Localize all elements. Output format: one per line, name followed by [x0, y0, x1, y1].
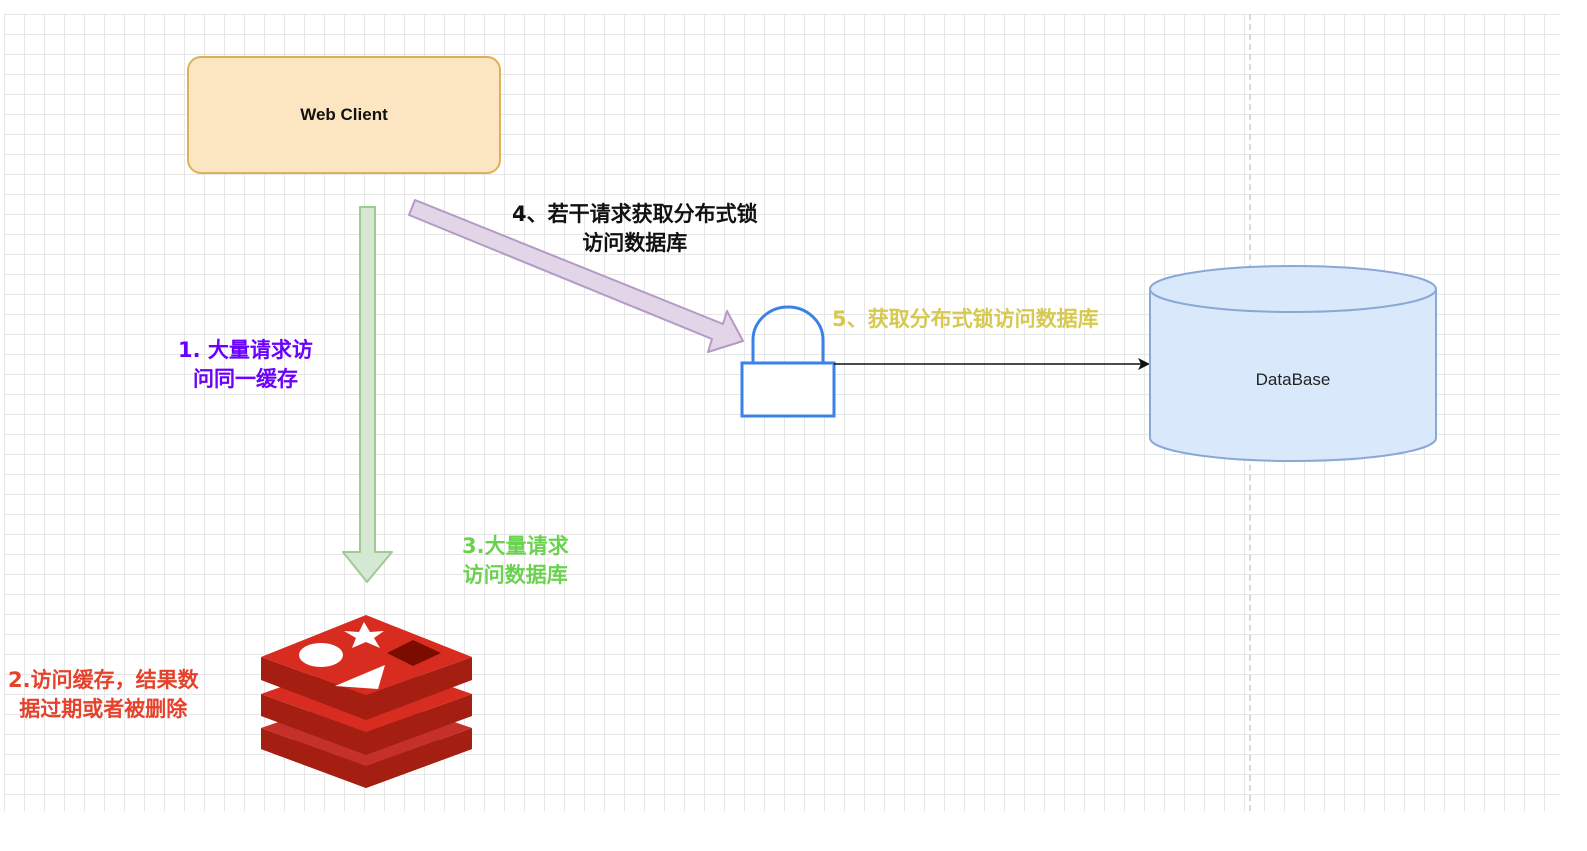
redis-logo-icon	[261, 615, 472, 788]
green-down-arrow[interactable]	[342, 206, 393, 583]
lock-icon	[740, 305, 836, 418]
purple-diagonal-arrow[interactable]	[408, 199, 744, 353]
step3-label: 3.大量请求 访问数据库	[462, 534, 569, 587]
step1-label: 1. 大量请求访 问同一缓存	[178, 338, 313, 391]
step4-label: 4、若干请求获取分布式锁 访问数据库	[512, 202, 758, 255]
database-label: DataBase	[1255, 370, 1331, 389]
web-client-label: Web Client	[300, 105, 388, 124]
step5-label: 5、获取分布式锁访问数据库	[832, 307, 1099, 331]
step2-label: 2.访问缓存，结果数 据过期或者被删除	[8, 668, 199, 721]
web-client-node[interactable]: Web Client	[187, 56, 501, 174]
database-cylinder[interactable]	[1149, 265, 1437, 462]
connector-arrowhead	[1138, 358, 1150, 370]
